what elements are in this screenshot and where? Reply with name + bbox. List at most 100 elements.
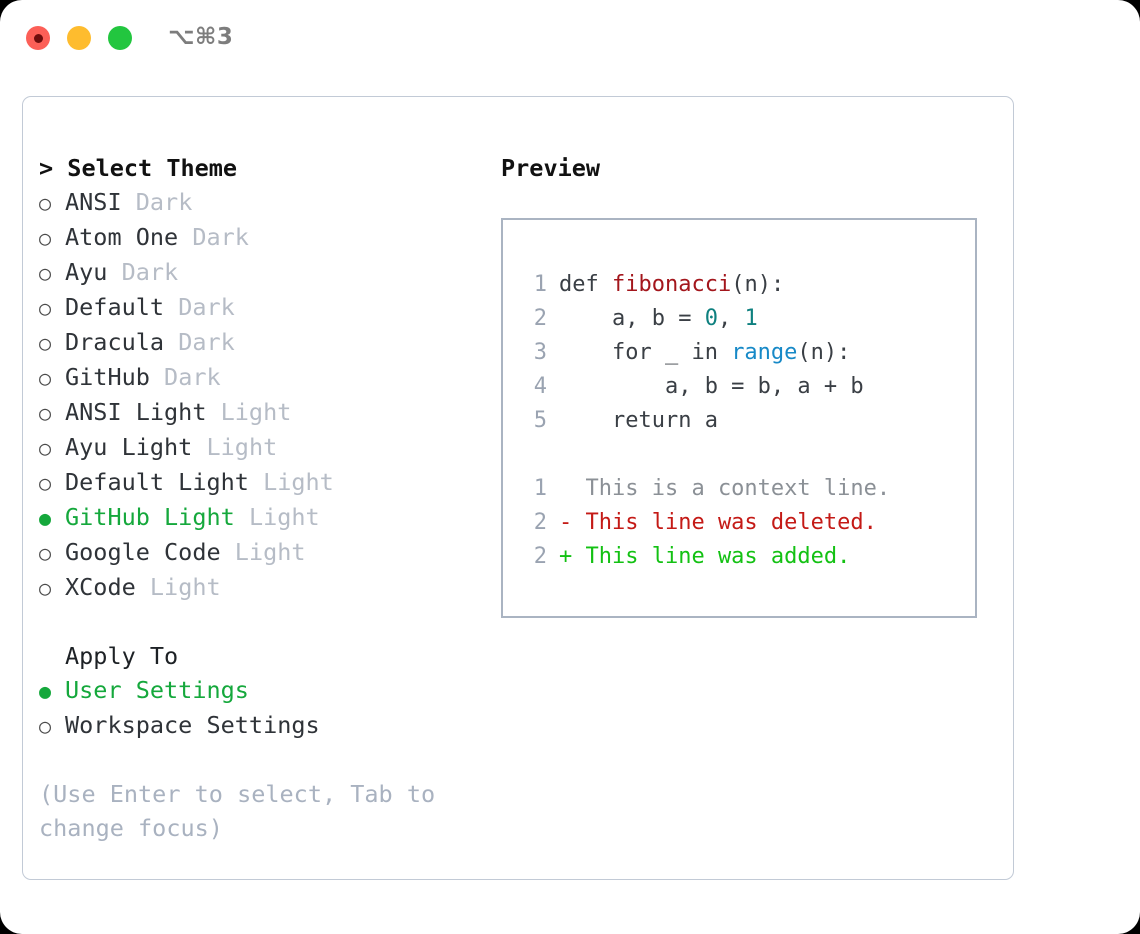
code-line-content: a, b = b, a + b	[559, 370, 864, 404]
main-panel: > Select Theme ○ANSI Dark○Atom One Dark○…	[22, 96, 1014, 880]
minimize-button-icon[interactable]	[67, 26, 91, 50]
radio-unselected-icon: ○	[39, 576, 52, 600]
radio-unselected-icon: ○	[39, 714, 52, 738]
radio-unselected-icon: ○	[39, 191, 52, 215]
diff-line-text: - This line was deleted.	[559, 510, 877, 535]
line-number: 5	[533, 408, 547, 433]
code-line: 5 return a	[519, 404, 969, 438]
radio-unselected-icon: ○	[39, 366, 52, 390]
theme-list: ○ ANSI Dark ○ Atom One Dark ○ Ayu Dark ○ Defaul…	[39, 185, 479, 605]
radio-unselected-icon: ○	[39, 541, 52, 565]
theme-name: GitHub Light	[65, 503, 235, 531]
code-token-fn: fibonacci	[611, 272, 732, 297]
code-token-plain: for _ in	[559, 340, 732, 365]
select-theme-heading: > Select Theme	[39, 154, 238, 182]
theme-variant-tag: Light	[263, 468, 334, 496]
apply-to-label: Workspace Settings	[65, 711, 320, 739]
theme-option-default-light[interactable]: ○ Default Light Light	[39, 465, 479, 500]
code-line-content: for _ in range(n):	[559, 336, 850, 370]
code-token-builtin: range	[731, 340, 798, 365]
line-number: 1	[533, 476, 547, 501]
code-line-content: def fibonacci(n):	[559, 268, 784, 302]
theme-variant-tag: Dark	[121, 258, 179, 286]
theme-option-ansi[interactable]: ○ ANSI Dark	[39, 185, 479, 220]
line-number: 1	[533, 272, 547, 297]
theme-variant-tag: Light	[248, 503, 320, 531]
theme-name: ANSI Light	[65, 398, 207, 426]
line-number: 2	[533, 306, 547, 331]
radio-unselected-icon: ○	[39, 436, 52, 460]
theme-option-github[interactable]: ○GitHub Dark	[39, 360, 479, 395]
radio-selected-icon: ●	[39, 506, 52, 530]
theme-option-google-code[interactable]: ○Google Code Light	[39, 535, 479, 570]
radio-selected-icon: ●	[39, 679, 52, 703]
code-line: 2 a, b = 0, 1	[519, 302, 969, 336]
radio-unselected-icon: ○	[39, 471, 52, 495]
preview-heading: Preview	[501, 154, 601, 182]
theme-name: GitHub	[65, 363, 150, 391]
apply-to-section: Apply To ●User Settings ○ Workspace Settin…	[39, 639, 479, 743]
diff-line-text: This is a context line.	[559, 476, 891, 501]
theme-name: Atom One	[65, 223, 179, 251]
theme-variant-tag: Dark	[135, 188, 193, 216]
code-line: 4 a, b = b, a + b	[519, 370, 969, 404]
theme-name: XCode	[65, 573, 136, 601]
radio-unselected-icon: ○	[39, 331, 52, 355]
theme-option-ayu-light[interactable]: ○ Ayu Light Light	[39, 430, 479, 465]
theme-variant-tag: Light	[206, 433, 278, 461]
theme-option-ansi-light[interactable]: ○ ANSI Light Light	[39, 395, 479, 430]
theme-option-atom-one[interactable]: ○Atom One Dark	[39, 220, 479, 255]
code-token-plain: a, b = b, a + b	[559, 374, 864, 399]
code-token-plain: (n):	[731, 272, 785, 297]
apply-to-heading: Apply To	[65, 642, 179, 670]
code-line-content: a, b = 0, 1	[559, 302, 758, 336]
radio-unselected-icon: ○	[39, 226, 52, 250]
theme-option-ayu[interactable]: ○ Ayu Dark	[39, 255, 479, 290]
radio-unselected-icon: ○	[39, 296, 52, 320]
maximize-button-icon[interactable]	[108, 26, 132, 50]
code-token-plain: return a	[559, 408, 718, 433]
theme-name: Default Light	[65, 468, 249, 496]
theme-option-github-light[interactable]: ● GitHub Light Light	[39, 500, 479, 535]
theme-option-dracula[interactable]: ○Dracula Dark	[39, 325, 479, 360]
code-token-num: 0	[704, 306, 718, 331]
diff-block: 1 This is a context line. 2 - This line wa…	[519, 472, 969, 574]
title-bar: ⌥⌘3	[0, 0, 1140, 76]
code-token-plain: def	[559, 272, 612, 297]
theme-variant-tag: Light	[234, 538, 306, 566]
panel-columns: > Select Theme ○ANSI Dark○Atom One Dark○…	[23, 97, 1013, 879]
theme-variant-tag: Dark	[178, 293, 235, 321]
theme-name: Default	[65, 293, 165, 321]
theme-variant-tag: Light	[149, 573, 221, 601]
line-number: 3	[533, 340, 547, 365]
code-token-num: 1	[744, 306, 758, 331]
theme-variant-tag: Light	[220, 398, 292, 426]
apply-to-option-user-settings[interactable]: ●User Settings	[39, 673, 479, 708]
theme-option-default[interactable]: ○ Default Dark	[39, 290, 479, 325]
code-token-plain: (n):	[797, 340, 851, 365]
theme-option-xcode[interactable]: ○ XCode Light	[39, 570, 479, 605]
code-line: 1 def fibonacci(n):	[519, 268, 969, 302]
diff-line-text: + This line was added.	[559, 544, 851, 569]
theme-name: Dracula	[65, 328, 165, 356]
code-line-content: return a	[559, 404, 718, 438]
diff-line-ctx: 1 This is a context line.	[519, 472, 969, 506]
radio-unselected-icon: ○	[39, 261, 52, 285]
theme-name: Ayu Light	[65, 433, 193, 461]
close-button-icon[interactable]	[26, 26, 50, 50]
apply-to-option-workspace-settings[interactable]: ○ Workspace Settings	[39, 708, 479, 743]
window-controls	[26, 26, 132, 50]
keyboard-shortcut-label: ⌥⌘3	[168, 24, 234, 50]
line-number: 2	[533, 544, 547, 569]
theme-name: Ayu	[65, 258, 108, 286]
line-number: 4	[533, 374, 547, 399]
theme-name: ANSI	[65, 188, 122, 216]
apply-to-list: ●User Settings ○ Workspace Settings	[39, 673, 479, 743]
diff-line-add: 2 + This line was added.	[519, 540, 969, 574]
radio-unselected-icon: ○	[39, 401, 52, 425]
code-token-plain: ,	[717, 306, 745, 331]
